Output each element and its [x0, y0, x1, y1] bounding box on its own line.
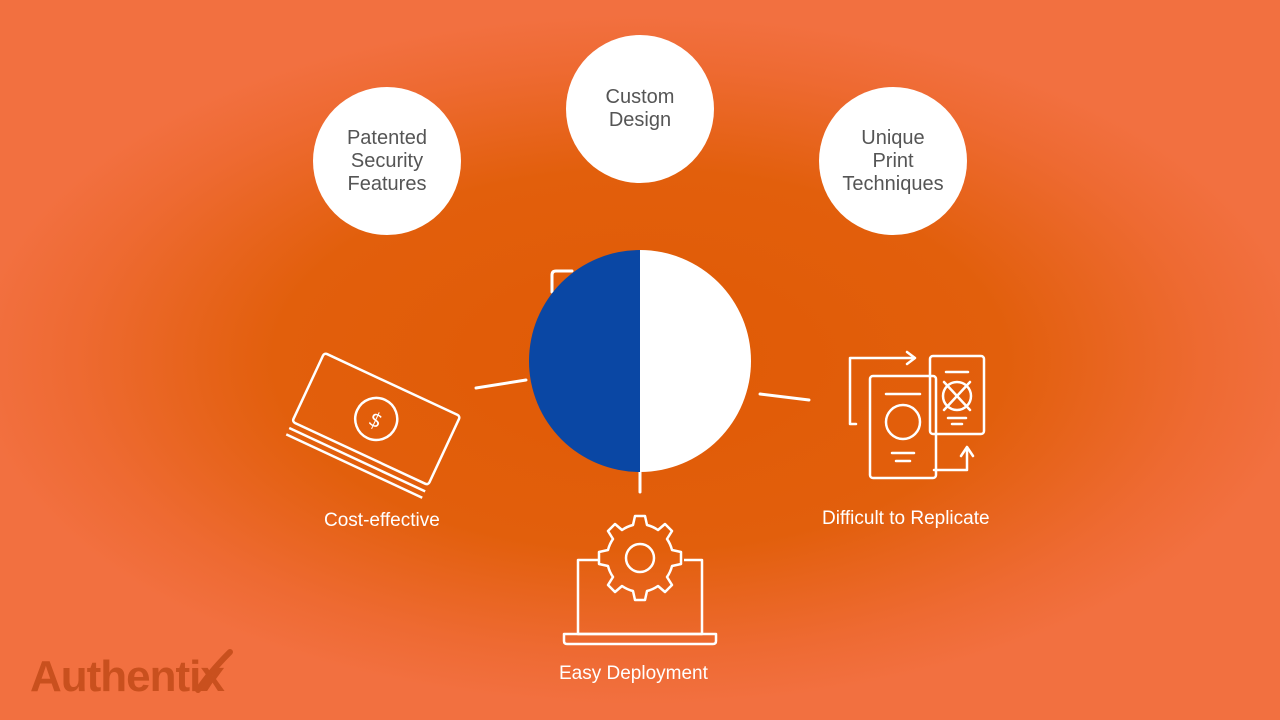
bubble-label: Custom Design: [605, 86, 675, 131]
dollar-bill-stack-icon: $: [285, 352, 461, 499]
label-easy-deployment: Easy Deployment: [559, 663, 708, 684]
label-difficult-to-replicate: Difficult to Replicate: [822, 508, 990, 529]
svg-text:$: $: [365, 406, 387, 433]
laptop-gear-icon: [562, 514, 718, 646]
connector-left: [474, 378, 528, 390]
bubble-label: Patented Security Features: [346, 126, 428, 195]
bubble-custom-design: Custom Design: [566, 35, 714, 183]
bubble-label: Unique Print Techniques: [842, 126, 944, 195]
documents-swap-icon: [848, 350, 986, 480]
connector-right: [758, 392, 811, 402]
central-split-circle: [529, 250, 751, 472]
bubble-unique-print-techniques: Unique Print Techniques: [819, 87, 967, 235]
bubble-patented-security-features: Patented Security Features: [313, 87, 461, 235]
authentix-logo: Authentix: [30, 652, 225, 701]
circle-left-half: [529, 250, 640, 472]
logo-swoosh-mark: [195, 649, 233, 693]
circle-right-half: [640, 250, 751, 472]
label-cost-effective: Cost-effective: [324, 510, 440, 531]
hidden-card-outline: [550, 269, 574, 294]
